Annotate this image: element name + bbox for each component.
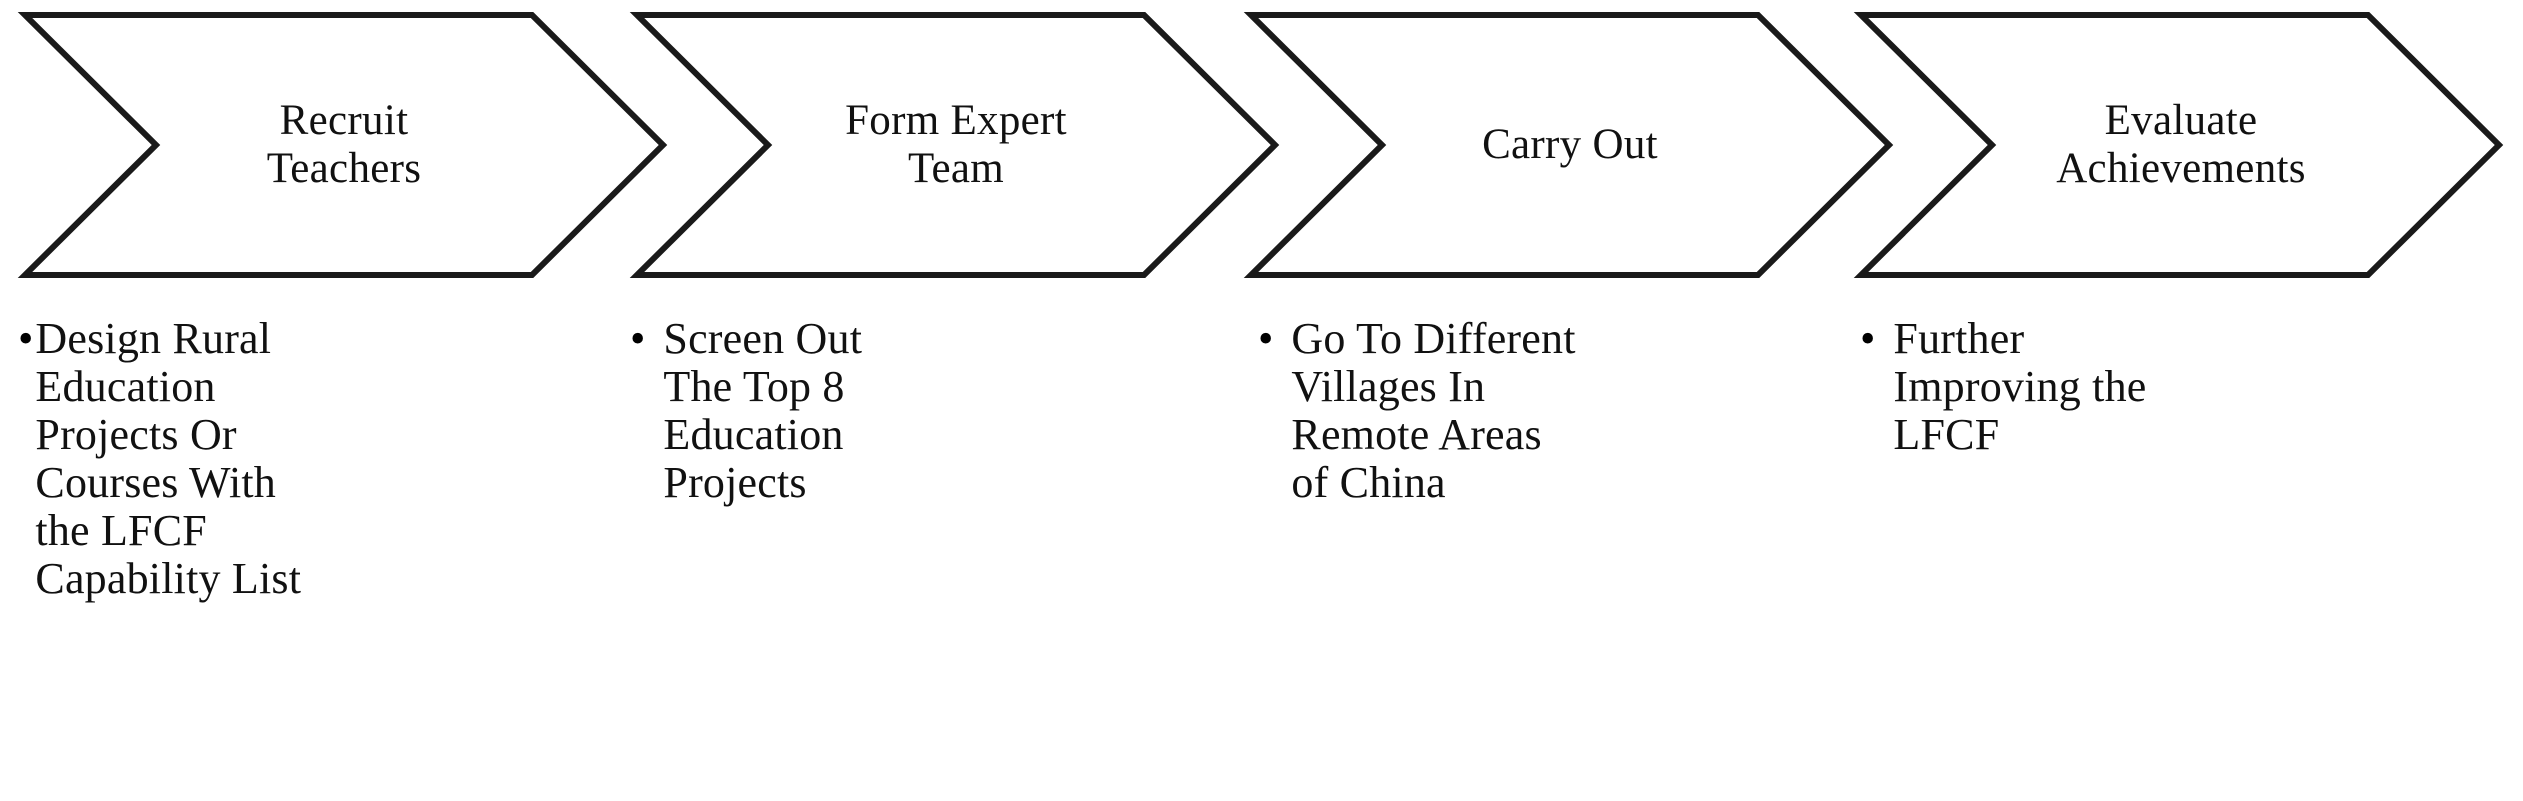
chevron-step-1[interactable]: Recruit Teachers xyxy=(17,0,668,300)
bullet-text-2: Screen Out The Top 8 Education Projects xyxy=(663,314,863,507)
bullet-column-1: • Design Rural Education Projects Or Cou… xyxy=(18,315,318,603)
chevron-shape-2 xyxy=(629,12,1280,278)
chevron-step-2[interactable]: Form Expert Team xyxy=(629,0,1280,300)
bullet-dot-icon: • xyxy=(18,314,34,363)
bullet-text-1: Design Rural Education Projects Or Cours… xyxy=(35,314,302,603)
chevron-shape-3 xyxy=(1243,12,1894,278)
chevron-band: Recruit Teachers Form Expert Team Carry … xyxy=(0,0,2523,300)
list-item: • Go To Different Villages In Remote Are… xyxy=(1258,315,1588,507)
list-item: • Further Improving the LFCF xyxy=(1860,315,2160,459)
bullet-text-3: Go To Different Villages In Remote Areas… xyxy=(1291,314,1576,507)
chevron-shape-1 xyxy=(17,12,668,278)
bullet-column-4: • Further Improving the LFCF xyxy=(1860,315,2160,459)
chevron-step-4[interactable]: Evaluate Achievements xyxy=(1853,0,2504,300)
bullet-column-3: • Go To Different Villages In Remote Are… xyxy=(1258,315,1588,507)
bullet-dot-icon: • xyxy=(630,314,646,363)
chevron-shape-4 xyxy=(1853,12,2504,278)
chevron-step-3[interactable]: Carry Out xyxy=(1243,0,1894,300)
bullet-dot-icon: • xyxy=(1258,314,1274,363)
list-item: • Screen Out The Top 8 Education Project… xyxy=(630,315,920,507)
bullet-dot-icon: • xyxy=(1860,314,1876,363)
bullet-text-4: Further Improving the LFCF xyxy=(1893,314,2147,459)
bullet-column-2: • Screen Out The Top 8 Education Project… xyxy=(630,315,920,507)
list-item: • Design Rural Education Projects Or Cou… xyxy=(18,315,318,603)
